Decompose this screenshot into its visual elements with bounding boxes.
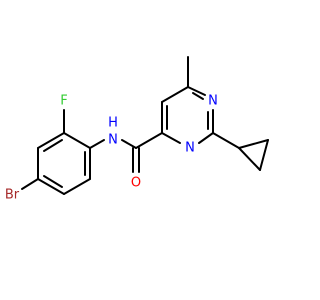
bond-ring-n3-c2 bbox=[198, 132, 214, 144]
bond-cyclopropyl-1 bbox=[238, 139, 269, 149]
bond-phenyl-2 bbox=[37, 132, 65, 149]
atom-o-carbonyl: O bbox=[131, 176, 141, 191]
bond-bromo bbox=[21, 178, 39, 190]
atom-bromine: Br bbox=[5, 188, 20, 203]
bond-ring-carbonyl bbox=[135, 132, 163, 149]
bond-phenyl-4-double bbox=[43, 175, 63, 188]
molecule-structure-diagram: N N O N H F Br bbox=[5, 56, 269, 203]
bond-ring-c6-c5 bbox=[161, 86, 189, 103]
bond-phenyl-1 bbox=[63, 132, 91, 149]
bond-phenyl-4 bbox=[37, 178, 65, 195]
bond-ring-c4-n3 bbox=[161, 132, 181, 144]
bond-phenyl-5 bbox=[63, 178, 91, 195]
bond-cyclopropyl-attach bbox=[212, 132, 240, 149]
bond-carbonyl-n bbox=[121, 139, 137, 149]
bond-cyclopropyl-2 bbox=[259, 139, 269, 171]
molecule-structure-canvas: N N O N H F Br bbox=[5, 56, 269, 203]
bond-phenyl-2-double bbox=[43, 139, 63, 152]
bond-ring-n1-c6-double bbox=[192, 92, 204, 100]
atom-n-pyrimidine-top: N bbox=[208, 94, 218, 109]
atom-h-amide: H bbox=[108, 116, 118, 131]
atom-n-amide: N bbox=[108, 133, 118, 148]
atom-n-pyrimidine-bottom: N bbox=[185, 141, 195, 156]
bond-ring-n1-c6 bbox=[187, 86, 206, 96]
atom-fluorine: F bbox=[60, 94, 67, 109]
bond-cyclopropyl-3 bbox=[238, 147, 261, 171]
bond-n-phenyl bbox=[89, 139, 105, 149]
